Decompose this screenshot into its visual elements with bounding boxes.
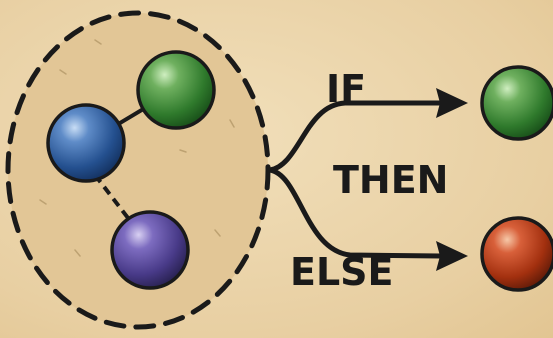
output-green-node — [482, 67, 553, 139]
green-node — [138, 52, 214, 128]
else-label: ELSE — [290, 250, 394, 294]
if-label: IF — [326, 67, 366, 111]
purple-node — [112, 212, 188, 288]
if-arrowhead — [436, 88, 468, 118]
output-red-node — [482, 218, 553, 290]
else-arrowhead — [436, 241, 468, 271]
blue-node — [48, 105, 124, 181]
then-label: THEN — [333, 158, 448, 202]
